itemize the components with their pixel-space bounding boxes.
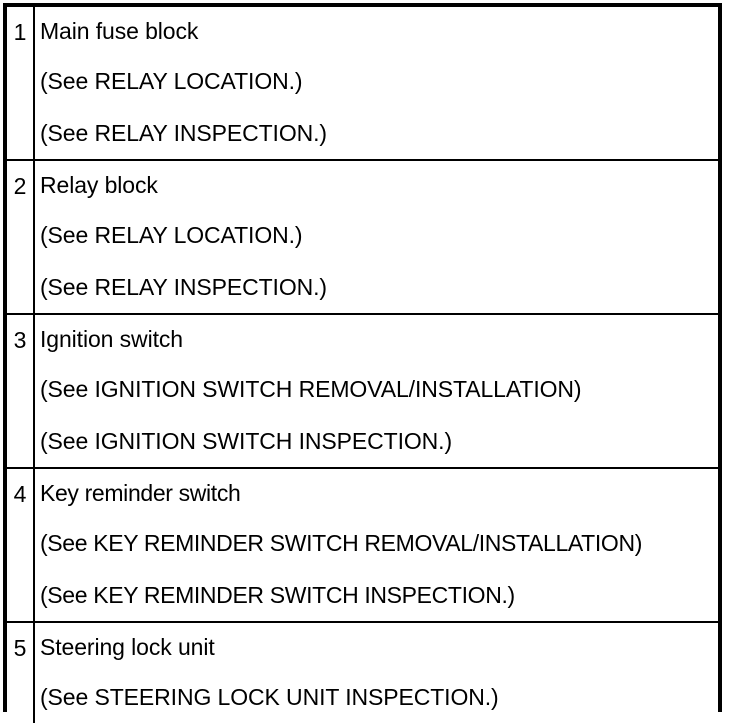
row-number-cell: 2 <box>7 159 35 314</box>
reference-line: (See RELAY LOCATION.) <box>40 68 303 94</box>
row-number-cell: 5 <box>7 621 35 723</box>
component-reference-table: 1 Main fuse block (See RELAY LOCATION.) … <box>7 7 718 723</box>
reference-table-container: 1 Main fuse block (See RELAY LOCATION.) … <box>3 3 722 723</box>
component-title: Relay block <box>40 172 158 198</box>
table-row: 1 Main fuse block (See RELAY LOCATION.) … <box>7 7 718 160</box>
row-description-cell: Steering lock unit (See STEERING LOCK UN… <box>34 621 718 723</box>
component-title: Main fuse block <box>40 18 199 44</box>
reference-line: (See RELAY INSPECTION.) <box>40 120 327 146</box>
component-title: Steering lock unit <box>40 634 215 660</box>
reference-line: (See RELAY LOCATION.) <box>40 222 303 248</box>
row-number-cell: 1 <box>7 7 35 160</box>
reference-line: (See IGNITION SWITCH REMOVAL/INSTALLATIO… <box>40 376 582 402</box>
row-number: 2 <box>13 173 27 199</box>
row-number: 5 <box>13 635 27 661</box>
row-description-cell: Main fuse block (See RELAY LOCATION.) (S… <box>34 7 718 160</box>
row-number: 3 <box>13 327 27 353</box>
row-description-cell: Key reminder switch (See KEY REMINDER SW… <box>34 467 718 622</box>
reference-line: (See KEY REMINDER SWITCH REMOVAL/INSTALL… <box>40 530 643 556</box>
row-description-cell: Ignition switch (See IGNITION SWITCH REM… <box>34 313 718 468</box>
row-description-cell: Relay block (See RELAY LOCATION.) (See R… <box>34 159 718 314</box>
component-title: Key reminder switch <box>40 480 241 506</box>
reference-line: (See STEERING LOCK UNIT INSPECTION.) <box>40 684 499 710</box>
row-number-cell: 3 <box>7 313 35 468</box>
table-row: 3 Ignition switch (See IGNITION SWITCH R… <box>7 313 718 468</box>
table-row: 5 Steering lock unit (See STEERING LOCK … <box>7 621 718 723</box>
reference-line: (See RELAY INSPECTION.) <box>40 274 327 300</box>
table-body: 1 Main fuse block (See RELAY LOCATION.) … <box>7 7 718 723</box>
reference-line: (See IGNITION SWITCH INSPECTION.) <box>40 428 453 454</box>
table-row: 4 Key reminder switch (See KEY REMINDER … <box>7 467 718 622</box>
row-number-cell: 4 <box>7 467 35 622</box>
component-title: Ignition switch <box>40 326 183 352</box>
row-number: 4 <box>13 481 27 507</box>
row-number: 1 <box>13 19 27 45</box>
reference-line: (See KEY REMINDER SWITCH INSPECTION.) <box>40 582 515 608</box>
table-row: 2 Relay block (See RELAY LOCATION.) (See… <box>7 159 718 314</box>
